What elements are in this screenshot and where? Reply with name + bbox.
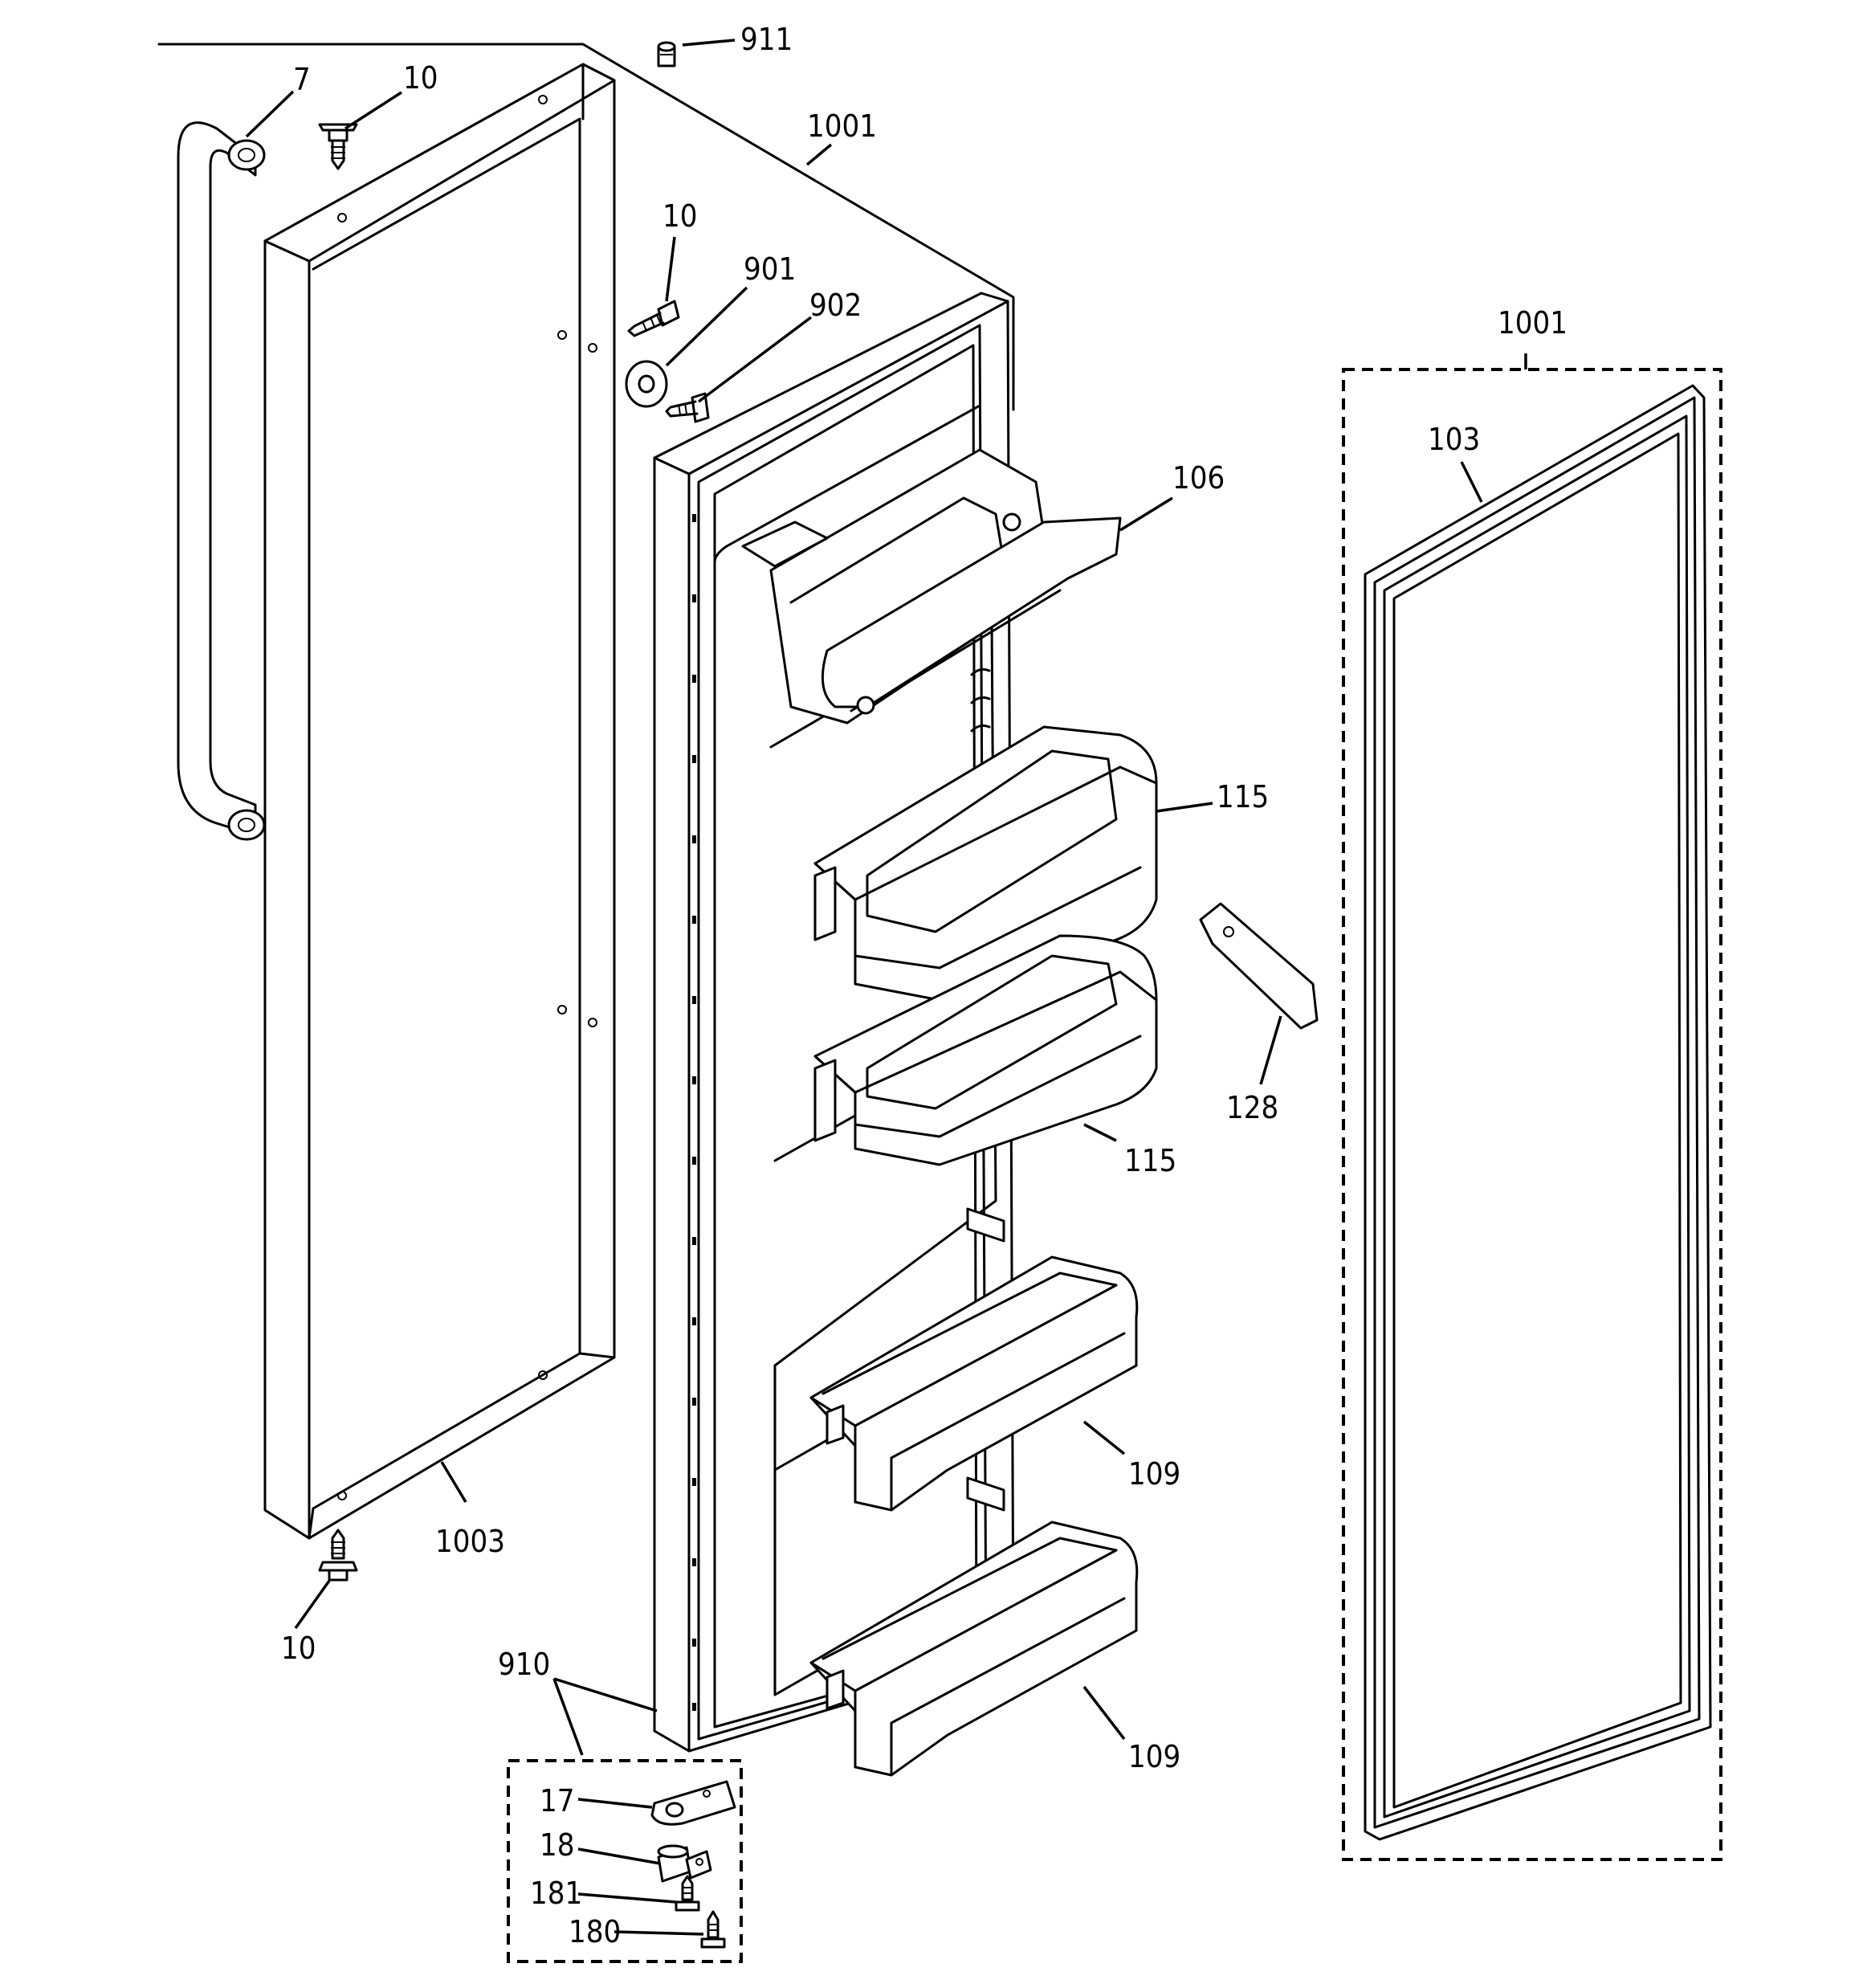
label-dairy-door: 106 — [1172, 460, 1225, 496]
label-screw-180: 180 — [569, 1914, 621, 1949]
liner-edge-dots — [692, 514, 696, 1711]
label-handle: 7 — [293, 62, 311, 97]
door-bin-middle — [813, 934, 1158, 1166]
screw-181-icon — [675, 1875, 700, 1912]
label-bracket: 128 — [1226, 1090, 1278, 1125]
door-bin-upper — [813, 725, 1158, 1002]
label-gasket-assembly: 1001 — [1498, 305, 1567, 341]
gasket-kit-box — [1342, 368, 1722, 1861]
screw-bottom-icon — [318, 1529, 358, 1582]
label-screw-hinge: 10 — [662, 198, 698, 234]
label-bin-upper: 115 — [1217, 779, 1269, 814]
label-shelf-lower: 109 — [1128, 1739, 1180, 1774]
label-screw-bottom-left: 10 — [281, 1631, 316, 1666]
screw-180-icon — [700, 1910, 726, 1949]
part-labels: 7 10 911 1001 10 901 902 1001 103 106 11… — [281, 22, 1567, 1949]
label-hinge-pin: 18 — [540, 1827, 575, 1863]
door-handle — [177, 121, 266, 841]
door-outline-lines — [157, 43, 1015, 411]
label-screw-181: 181 — [530, 1876, 582, 1911]
screw-top-icon — [318, 123, 358, 170]
label-hinge-bushing: 911 — [740, 22, 793, 57]
door-shelf-upper — [809, 1255, 1139, 1512]
dairy-compartment — [741, 448, 1122, 733]
label-gasket: 103 — [1428, 422, 1480, 457]
door-trim-frame — [263, 63, 616, 1540]
label-washer: 901 — [744, 251, 796, 287]
label-bin-middle: 115 — [1124, 1143, 1176, 1178]
label-hinge-plate: 17 — [540, 1783, 575, 1819]
door-gasket — [1364, 384, 1712, 1841]
label-door-assembly: 1001 — [807, 108, 877, 144]
screw-hinge-icon — [627, 300, 680, 337]
label-hinge-screw: 902 — [809, 288, 862, 323]
hinge-plate-icon — [650, 1780, 736, 1826]
label-hinge-kit: 910 — [498, 1647, 550, 1682]
door-shelf-lower — [809, 1521, 1139, 1777]
label-door-trim: 1003 — [435, 1524, 505, 1559]
hinge-screw-icon — [665, 392, 710, 423]
washer-icon — [625, 360, 668, 408]
bracket — [1199, 902, 1319, 1030]
label-screw-top-left: 10 — [403, 60, 438, 96]
hinge-kit-box — [507, 1759, 743, 1963]
leader-lines — [245, 39, 1527, 1936]
hinge-bushing-icon — [657, 41, 676, 67]
label-shelf-upper: 109 — [1128, 1456, 1180, 1492]
hinge-pin-icon — [657, 1844, 712, 1883]
